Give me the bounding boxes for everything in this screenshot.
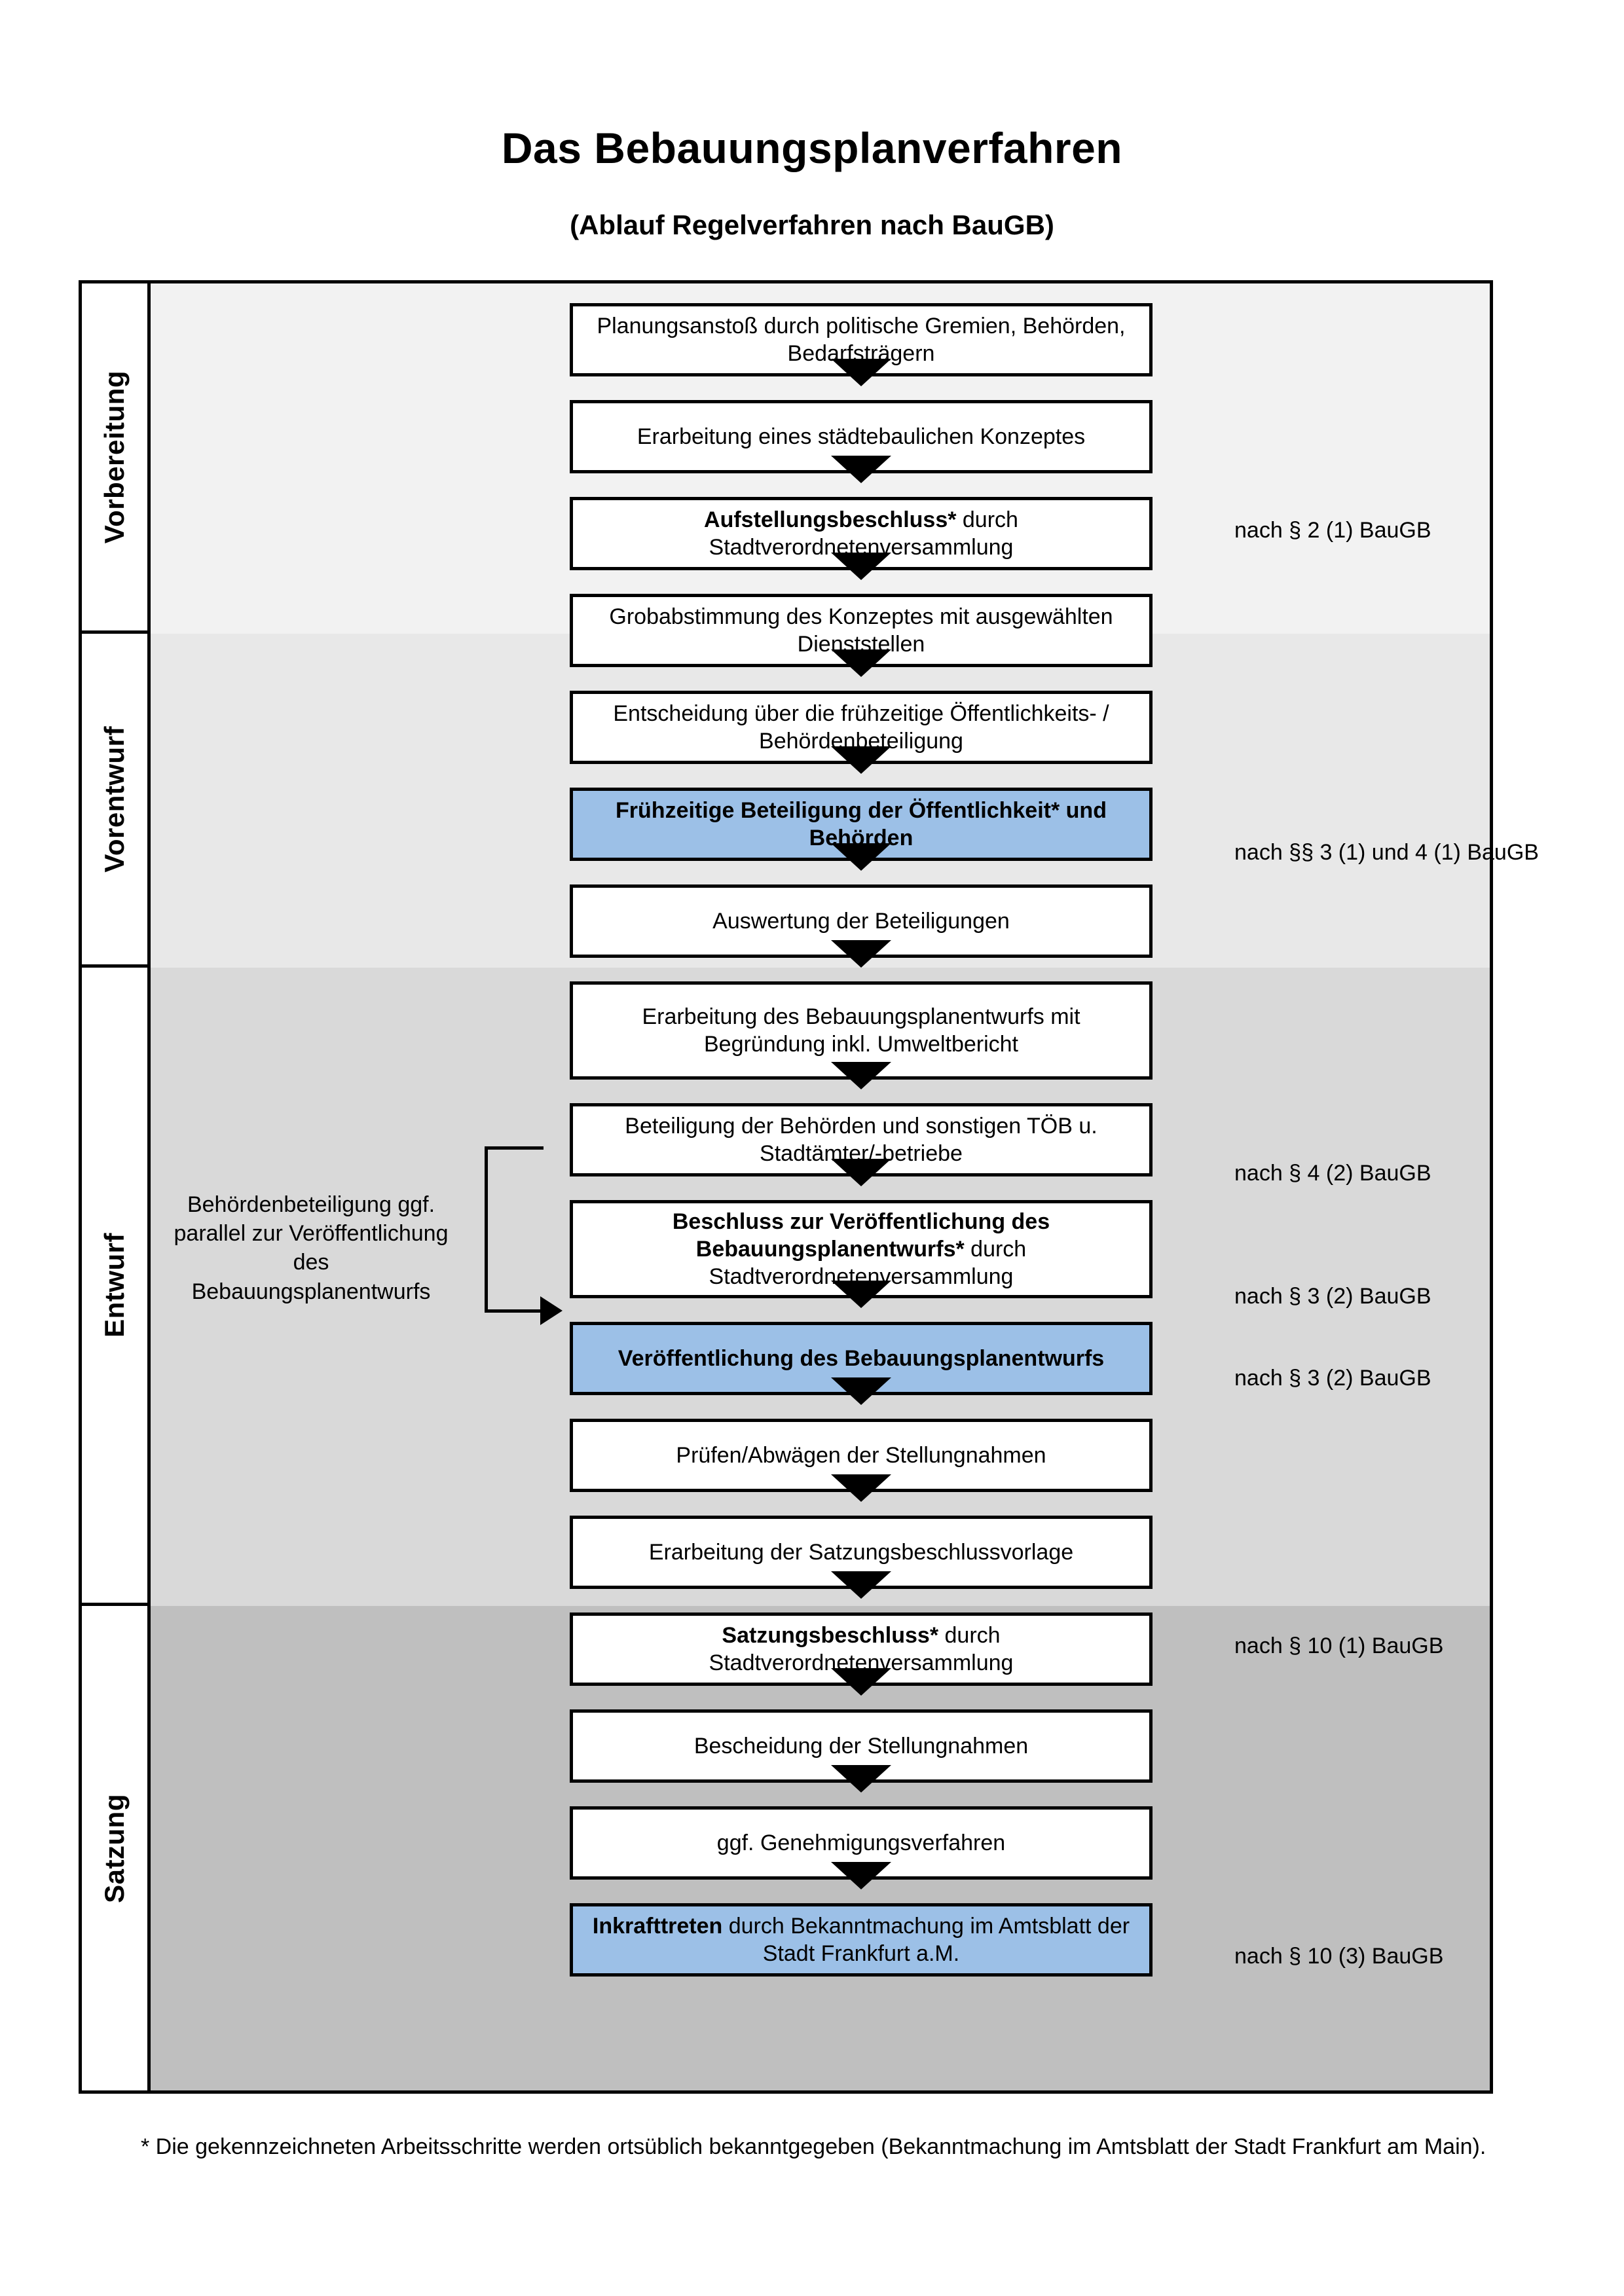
legal-note-par3-2-a: nach § 3 (2) BauGB (1234, 1284, 1431, 1309)
flow-arrow-12 (831, 1474, 891, 1502)
step-label-rest: durch Bekanntmachung im Amtsblatt der St… (722, 1913, 1130, 1966)
flow-arrow-2 (831, 456, 891, 483)
legal-note-par3-2-b: nach § 3 (2) BauGB (1234, 1366, 1431, 1391)
flow-arrow-15 (831, 1765, 891, 1793)
flow-arrow-14 (831, 1668, 891, 1696)
legal-note-par10-3: nach § 10 (3) BauGB (1234, 1944, 1444, 1969)
page-title: Das Bebauungsplanverfahren (501, 124, 1123, 172)
flow-arrow-11 (831, 1377, 891, 1405)
legal-note-par3-1-4-1: nach §§ 3 (1) und 4 (1) BauGB (1234, 840, 1539, 865)
step-label-bold: Inkrafttreten (592, 1913, 723, 1939)
legal-note-par4-2: nach § 4 (2) BauGB (1234, 1161, 1431, 1186)
feedback-loop-top (485, 1146, 544, 1150)
page-subtitle: (Ablauf Regelverfahren nach BauGB) (570, 210, 1054, 240)
flow-arrow-4 (831, 649, 891, 677)
phase-cell-vorentwurf: Vorentwurf (82, 634, 147, 968)
phase-cell-satzung: Satzung (82, 1606, 147, 2090)
legal-note-par10-1: nach § 10 (1) BauGB (1234, 1633, 1444, 1658)
feedback-loop-bottom (485, 1309, 541, 1313)
flow-arrow-3 (831, 553, 891, 580)
footnote-asterisk: * Die gekennzeichneten Arbeitsschritte w… (141, 2134, 1486, 2159)
feedback-loop-vertical (485, 1146, 488, 1313)
step-box-inkrafttreten[interactable]: Inkrafttreten durch Bekanntmachung im Am… (570, 1903, 1153, 1977)
flow-arrow-6 (831, 843, 891, 871)
phase-cell-vorbereitung: Vorbereitung (82, 283, 147, 634)
legal-note-par2-1: nach § 2 (1) BauGB (1234, 518, 1431, 543)
flow-arrow-13 (831, 1571, 891, 1599)
flow-arrow-8 (831, 1062, 891, 1089)
flowchart-frame: Vorbereitung Vorentwurf Entwurf Satzung … (79, 280, 1539, 2094)
flow-arrow-5 (831, 746, 891, 774)
phase-label-entwurf: Entwurf (99, 1233, 130, 1338)
phase-cell-entwurf: Entwurf (82, 968, 147, 1606)
phase-label-vorentwurf: Vorentwurf (99, 725, 130, 873)
phase-label-column: Vorbereitung Vorentwurf Entwurf Satzung (82, 283, 151, 2090)
side-annotation-behoerdenbeteiligung: Behördenbeteiligung ggf. parallel zur Ve… (174, 1192, 449, 1304)
step-label-bold: Frühzeitige Beteiligung der Öffentlichke… (616, 797, 1107, 850)
step-label-bold: Veröffentlichung des Bebauungsplanentwur… (618, 1345, 1105, 1371)
feedback-loop-arrowhead (540, 1296, 563, 1325)
flow-arrow-9 (831, 1159, 891, 1186)
flow-arrow-1 (831, 359, 891, 386)
flow-arrow-16 (831, 1862, 891, 1889)
step-label-bold: Beschluss zur Veröffentlichung des Bebau… (672, 1209, 1050, 1262)
step-label-bold: Aufstellungsbeschluss* (704, 507, 957, 532)
step-box-entscheidung-fruehzeitige[interactable]: Entscheidung über die frühzeitige Öffent… (570, 691, 1153, 764)
flow-arrow-7 (831, 940, 891, 968)
phase-label-vorbereitung: Vorbereitung (99, 370, 130, 544)
phase-label-satzung: Satzung (99, 1793, 130, 1903)
flow-arrow-10 (831, 1281, 891, 1308)
step-label-bold: Satzungsbeschluss* (722, 1622, 939, 1648)
